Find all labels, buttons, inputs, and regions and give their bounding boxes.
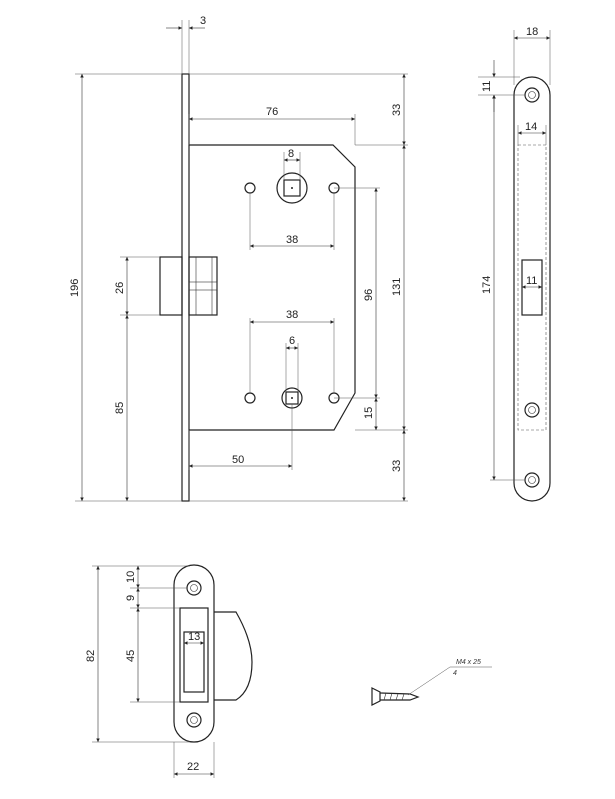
dim-spindle-to-key: 96	[363, 289, 375, 301]
dim-backset-top: 76	[266, 106, 278, 118]
latch-tongue	[188, 256, 218, 316]
dim-faceplate-length: 174	[481, 276, 493, 294]
faceplate-screw-hole-bottom	[524, 472, 540, 488]
lock-case	[189, 144, 356, 431]
dimension-lines-main	[80, 26, 406, 501]
strike-latch-hole	[183, 631, 205, 693]
strike-plate-outline	[173, 564, 215, 743]
faceplate-latch-slot	[521, 259, 543, 316]
dim-strike-top-offset: 10	[125, 571, 137, 583]
faceplate-screw-hole-top	[524, 87, 540, 103]
strike-slot	[179, 607, 209, 703]
faceplate-view	[513, 76, 551, 502]
strike-lip	[214, 611, 253, 701]
spindle-square	[283, 179, 301, 197]
screw-shank	[379, 692, 420, 701]
dim-faceplate-hole-offset: 11	[481, 81, 493, 92]
screw-spec: M4 x 25	[456, 659, 481, 666]
dim-strike-slot-width: 13	[188, 631, 200, 643]
handle-hole-left-bottom	[244, 392, 256, 404]
strike-screw-hole-bottom	[186, 712, 202, 728]
faceplate-edge	[181, 73, 190, 502]
lock-body-view	[159, 73, 356, 502]
screw-head	[371, 687, 381, 706]
dimension-lines-strike	[96, 566, 214, 776]
dim-faceplate-thickness: 3	[200, 15, 206, 27]
dimension-lines-faceplate	[492, 36, 550, 480]
dim-hole-spacing-top: 38	[286, 234, 298, 246]
dim-strike-height: 82	[85, 650, 97, 662]
faceplate-screw-hole-middle	[524, 402, 540, 418]
dim-faceplate-slot-width: 14	[525, 121, 537, 133]
extension-lines-strike	[92, 565, 215, 778]
extension-lines-main	[75, 20, 408, 502]
dim-spindle-size: 8	[288, 148, 294, 160]
screw-view	[371, 666, 492, 706]
strike-plate-view	[173, 564, 253, 743]
dim-hole-spacing-bottom: 38	[286, 309, 298, 321]
dim-strike-slot-offset: 9	[125, 595, 137, 601]
dim-bottom-offset: 33	[391, 460, 403, 472]
dim-strike-slot-height: 45	[125, 650, 137, 662]
dim-lock-height: 196	[69, 279, 81, 297]
dim-faceplate-latch-slot: 11	[526, 275, 537, 287]
dim-key-spindle: 6	[289, 335, 295, 347]
spindle-hub	[276, 172, 308, 204]
dim-faceplate-width: 18	[526, 26, 538, 38]
dim-key-offset: 15	[363, 407, 375, 419]
dim-top-offset: 33	[391, 104, 403, 116]
screw-quantity: 4	[453, 670, 457, 677]
latch-bolt	[159, 256, 183, 316]
faceplate-outline	[513, 76, 551, 502]
dim-backset-bottom: 50	[232, 454, 244, 466]
dim-latch-to-bottom: 85	[114, 402, 126, 414]
dim-strike-width: 22	[187, 761, 199, 773]
strike-screw-hole-top	[186, 580, 202, 596]
dim-latch-height: 26	[114, 282, 126, 294]
faceplate-slot	[517, 144, 547, 431]
handle-hole-left-top	[244, 182, 256, 194]
dim-body-height: 131	[391, 278, 403, 296]
